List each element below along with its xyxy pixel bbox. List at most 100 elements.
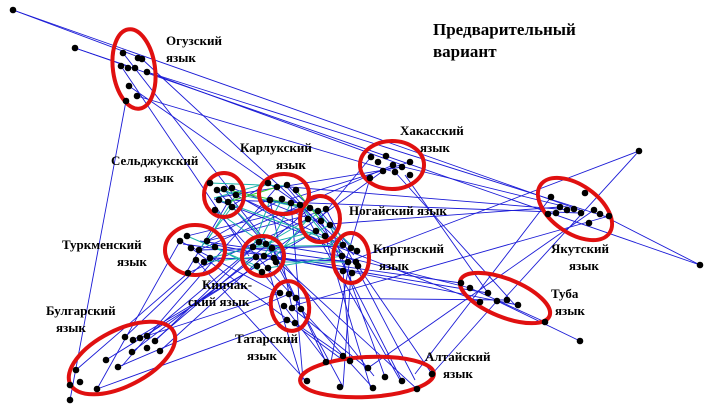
node-dot [541, 318, 549, 326]
node-dot [128, 348, 136, 356]
node-dot [317, 217, 325, 225]
node-dot [314, 207, 322, 215]
connection-line [235, 194, 357, 263]
cross-link-line [203, 256, 257, 263]
label-tatar-word: язык [247, 348, 277, 363]
cluster-ellipse-yakut [535, 175, 615, 243]
node-dot [117, 62, 125, 70]
connection-line [209, 257, 351, 262]
label-turkmen-name: Туркменский [62, 237, 142, 252]
connection-line [75, 272, 189, 371]
cross-link-line [263, 202, 292, 257]
node-dot [556, 203, 564, 211]
label-bulgar-name: Булгарский [46, 303, 116, 318]
connection-line [300, 308, 374, 389]
node-dot [338, 252, 346, 260]
node-dot [514, 301, 522, 309]
node-dot [303, 377, 311, 385]
node-dot [76, 378, 84, 386]
node-dot [264, 264, 272, 272]
node-dot [326, 221, 334, 229]
node-dot [9, 6, 17, 14]
node-dot [138, 55, 146, 63]
node-dot [304, 215, 312, 223]
label-altai: Алтайский язык [425, 348, 490, 382]
node-points [9, 6, 704, 404]
label-altai-word: язык [443, 366, 473, 381]
cross-link-line [223, 188, 311, 209]
node-dot [260, 252, 268, 260]
node-dot [266, 196, 274, 204]
node-dot [195, 246, 203, 254]
node-dot [544, 210, 552, 218]
label-tuba-name: Туба [551, 286, 579, 301]
label-tatar-name: Татарский [235, 331, 299, 346]
label-karluk-name: Карлукский [240, 140, 312, 155]
node-dot [211, 243, 219, 251]
label-seljuk-name: Сельджукский [111, 153, 199, 168]
node-dot [232, 191, 240, 199]
node-dot [203, 237, 211, 245]
connection-line [198, 164, 394, 251]
connection-line [105, 265, 258, 361]
label-khakas: Хакасский язык [400, 122, 464, 156]
node-dot [635, 147, 643, 155]
node-dot [413, 385, 421, 393]
connection-line [195, 259, 307, 382]
node-dot [131, 64, 139, 72]
node-dot [272, 258, 280, 266]
cluster-ellipse-seljuk [202, 171, 246, 219]
node-dot [336, 383, 344, 391]
cluster-ellipse-tatar [268, 279, 312, 333]
label-oguz: Огузский язык [166, 32, 222, 66]
node-dot [71, 44, 79, 52]
label-kipchak-name: Кипчак- [202, 277, 253, 292]
node-dot [268, 244, 276, 252]
label-kipchak: Кипчак- ский язык [188, 276, 252, 310]
node-dot [364, 364, 372, 372]
node-dot [581, 189, 589, 197]
node-dot [428, 370, 436, 378]
node-dot [367, 153, 375, 161]
connection-line [131, 256, 257, 353]
label-seljuk-word: язык [144, 170, 174, 185]
node-dot [102, 356, 110, 364]
node-dot [296, 201, 304, 209]
node-dot [133, 92, 141, 100]
connection-line [122, 52, 234, 195]
label-karluk: Карлукский язык [240, 139, 312, 173]
node-dot [366, 174, 374, 182]
node-dot [406, 158, 414, 166]
connection-line [318, 209, 352, 249]
node-dot [125, 82, 133, 90]
connection-line [342, 272, 352, 388]
connection-line [96, 240, 181, 390]
node-dot [143, 68, 151, 76]
node-dot [114, 363, 122, 371]
node-dot [287, 199, 295, 207]
node-dot [484, 289, 492, 297]
node-dot [66, 396, 74, 404]
label-yakut-name: Якутский [551, 241, 609, 256]
cluster-ellipse-kyrgyz [331, 231, 371, 285]
cross-link-line [227, 201, 273, 249]
node-dot [143, 332, 151, 340]
connection-line [227, 199, 581, 214]
node-dot [121, 333, 129, 341]
node-dot [570, 205, 578, 213]
node-dot [119, 49, 127, 57]
connection-line [187, 218, 309, 274]
label-karluk-word: язык [276, 157, 306, 172]
node-dot [339, 241, 347, 249]
node-dot [346, 357, 354, 365]
node-dot [577, 209, 585, 217]
connection-line [352, 150, 640, 261]
node-dot [255, 238, 263, 246]
connection-line [599, 213, 701, 266]
node-dot [297, 305, 305, 313]
node-dot [93, 385, 101, 393]
connection-line [146, 71, 406, 167]
cross-link-line [186, 235, 258, 267]
label-yakut-word: язык [569, 258, 599, 273]
node-dot [211, 206, 219, 214]
